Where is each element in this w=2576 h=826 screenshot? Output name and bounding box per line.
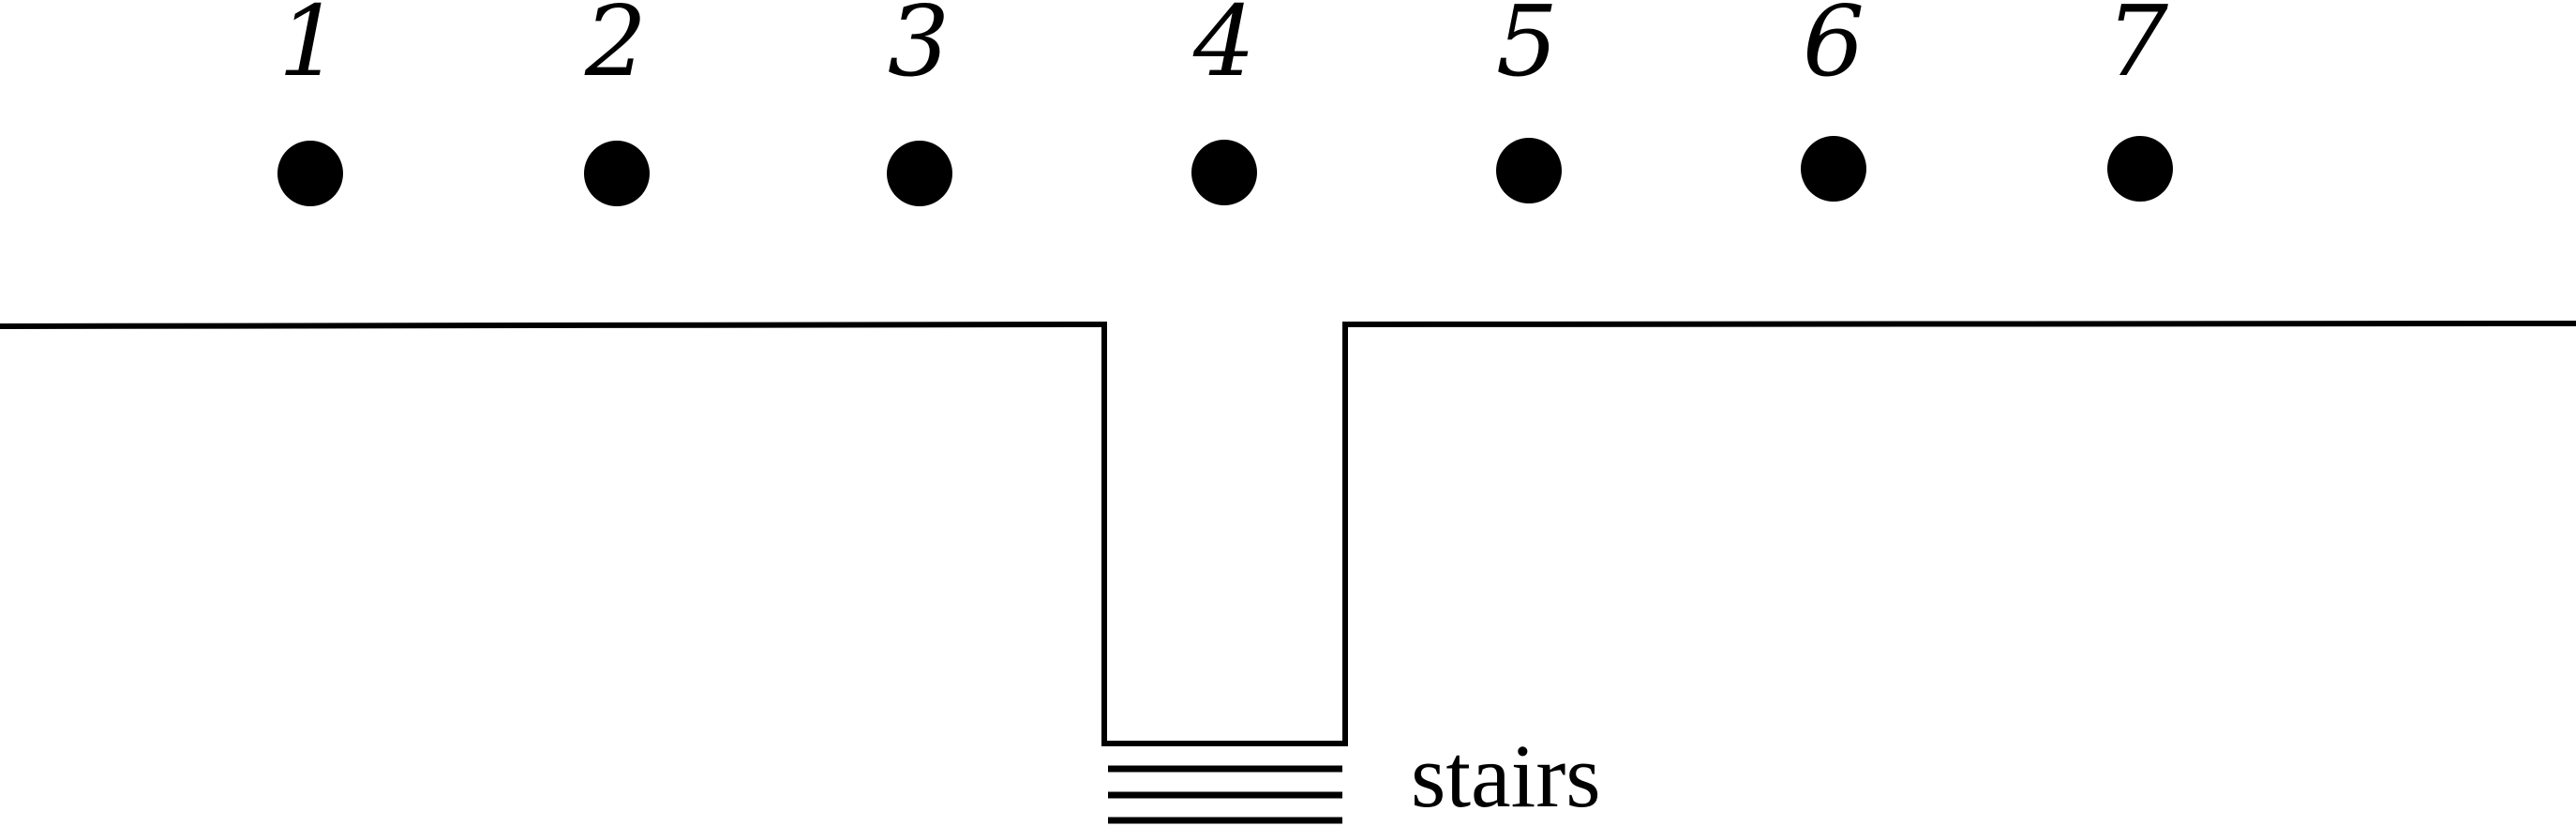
wall-outline [0, 321, 2576, 746]
position-dot-5 [1496, 138, 1562, 203]
position-label-1: 1 [278, 0, 340, 98]
position-dot-7 [2107, 136, 2173, 202]
position-dot-6 [1801, 136, 1866, 202]
stairs [1108, 765, 1342, 824]
position-label-7: 7 [2106, 0, 2169, 98]
position-label-2: 2 [584, 0, 647, 98]
position-label-3: 3 [888, 0, 950, 98]
stairs-label: stairs [1411, 726, 1601, 826]
position-labels: 1 2 3 4 5 6 7 [278, 0, 2169, 98]
position-dot-3 [887, 141, 952, 206]
position-dot-2 [584, 141, 650, 206]
position-label-4: 4 [1192, 0, 1255, 98]
position-dot-1 [277, 141, 343, 206]
position-dots [277, 136, 2173, 206]
position-label-6: 6 [1803, 0, 1865, 98]
position-dot-4 [1191, 140, 1257, 205]
position-label-5: 5 [1496, 0, 1558, 98]
